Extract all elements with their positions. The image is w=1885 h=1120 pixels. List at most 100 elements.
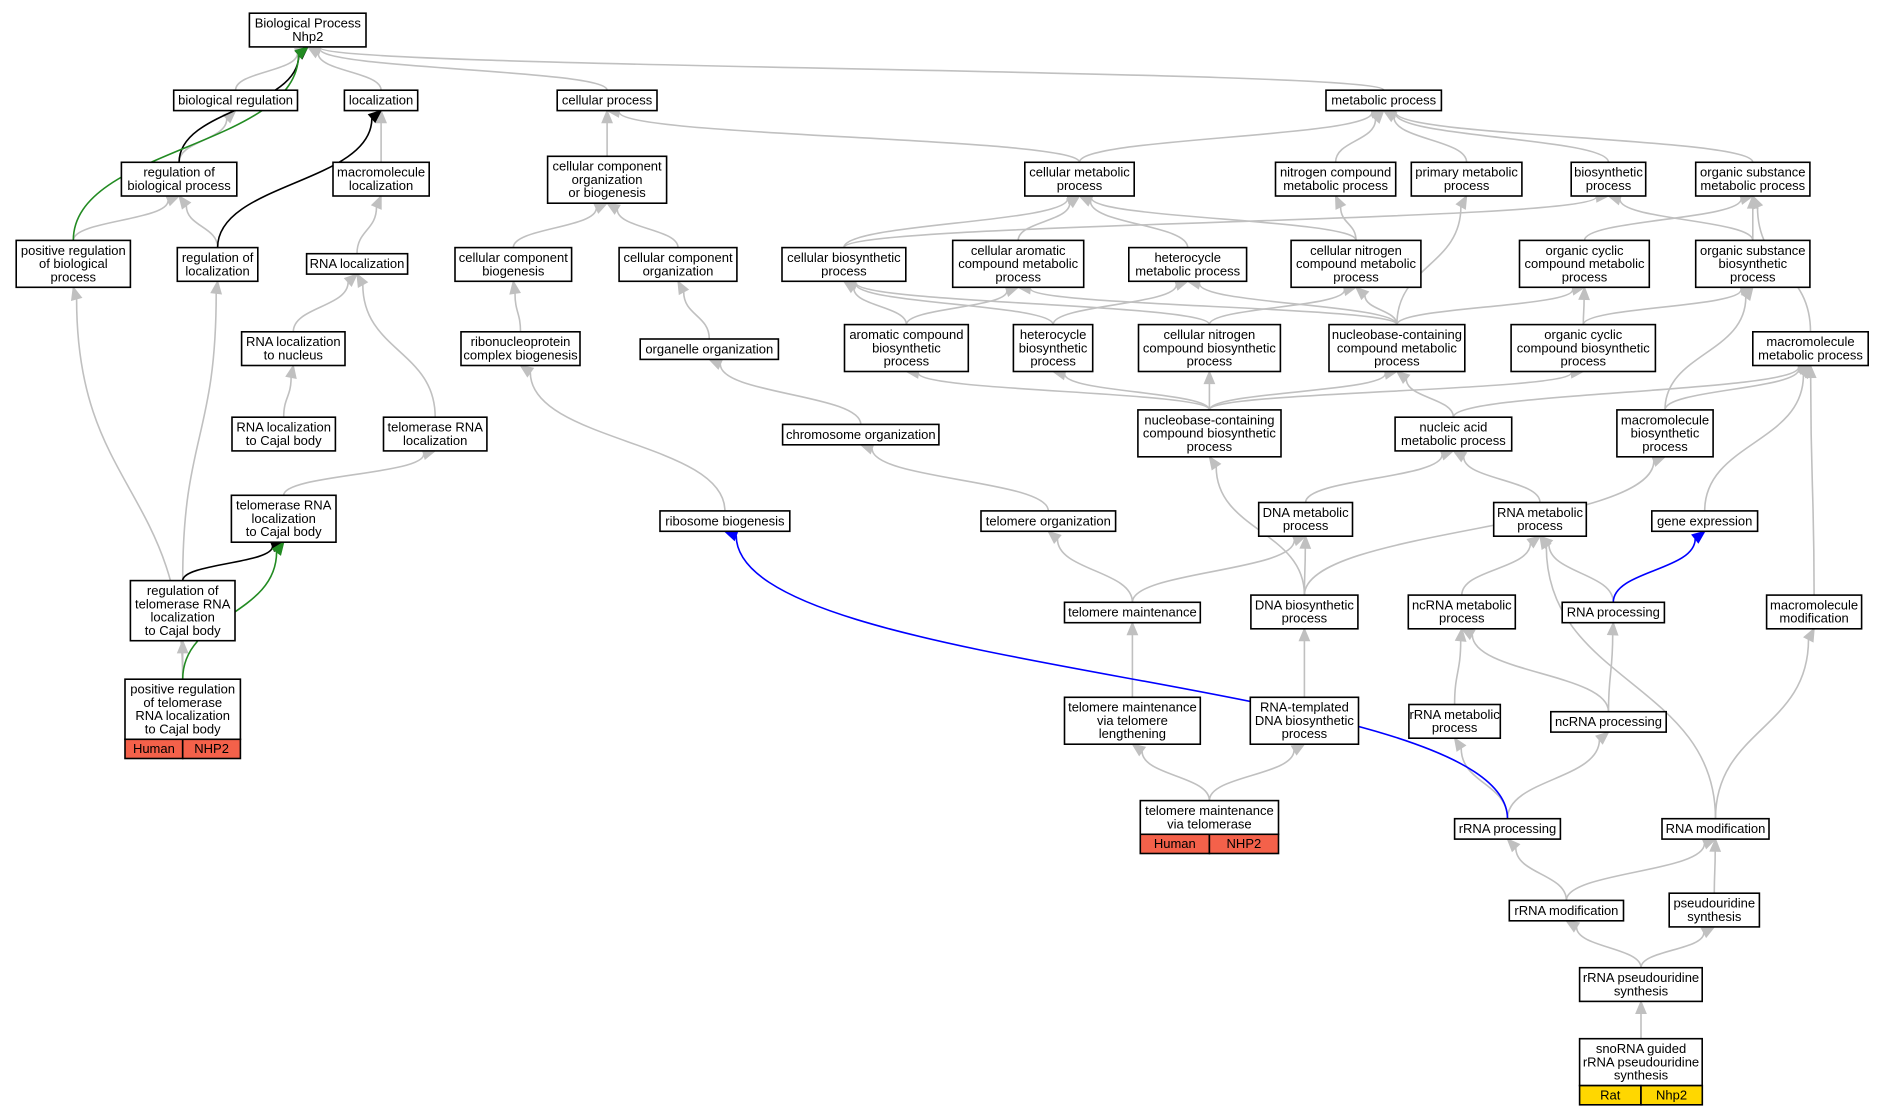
arrowhead — [1803, 627, 1815, 643]
edge-line — [1303, 461, 1655, 596]
term-box — [305, 252, 409, 275]
term-box — [618, 246, 738, 283]
term-label-line: positive regulation — [130, 682, 235, 697]
term-label-line: process — [1517, 518, 1563, 533]
go-term-gene-expression[interactable]: gene expression — [1651, 510, 1759, 533]
edge-cellproc-to-bp — [306, 42, 608, 91]
go-term-telomere-organization[interactable]: telomere organization — [980, 510, 1117, 533]
term-label-line: snoRNA guided — [1596, 1041, 1686, 1056]
arrowhead — [1452, 449, 1468, 463]
gene-tag: Nhp2 — [1656, 1087, 1687, 1102]
term-label-line: Nhp2 — [292, 29, 323, 44]
edge-line — [1393, 116, 1468, 163]
go-term-metabolic-process[interactable]: metabolic process — [1325, 89, 1443, 112]
go-term-cellular-process[interactable]: cellular process — [556, 89, 658, 112]
go-term-rna-modification[interactable]: RNA modification — [1661, 817, 1770, 840]
arrowhead — [1354, 286, 1370, 301]
arrowhead — [294, 45, 310, 60]
go-term-biological-regulation[interactable]: biological regulation — [172, 89, 299, 112]
term-label-line: metabolic process — [1331, 93, 1436, 108]
term-label-line: process — [1283, 518, 1329, 533]
go-term-localization[interactable]: localization — [343, 89, 419, 112]
edge-line — [1078, 112, 1373, 163]
term-label-line: telomerase RNA — [236, 498, 332, 513]
edge-line — [1052, 284, 1178, 325]
edge-line — [356, 206, 378, 254]
arrowhead — [1506, 837, 1521, 853]
term-box — [1063, 601, 1202, 624]
term-box — [120, 161, 238, 197]
term-label-line: process — [1282, 611, 1328, 626]
go-term-ncrna-processing[interactable]: ncRNA processing — [1550, 710, 1668, 733]
term-label-line: organelle organization — [645, 342, 773, 357]
go-term-rrna-modification[interactable]: rRNA modification — [1508, 899, 1625, 922]
term-box — [240, 330, 346, 367]
go-term-chromosome-organization[interactable]: chromosome organization — [781, 423, 940, 446]
edge-line — [317, 52, 382, 91]
arrowhead — [1595, 731, 1610, 745]
term-label-line: telomere organization — [986, 513, 1111, 528]
term-label-line: nucleobase-containing — [1332, 327, 1462, 342]
go-term-rna-processing[interactable]: RNA processing — [1561, 601, 1666, 624]
edge-metab-to-bp — [306, 41, 1385, 91]
edge-line — [1664, 297, 1747, 410]
go-term-rna-localization[interactable]: RNA localization — [305, 252, 409, 275]
term-label-line: RNA localization — [236, 420, 331, 435]
gene-tag: NHP2 — [194, 741, 229, 756]
go-term-telomere-maintenance[interactable]: telomere maintenance — [1063, 601, 1202, 624]
term-label-line: rRNA pseudouridine — [1583, 1054, 1699, 1069]
go-term-organelle-organization[interactable]: organelle organization — [639, 338, 780, 361]
edge-telmainttel-to-rnatempl — [1208, 743, 1306, 801]
go-term-rrna-processing[interactable]: rRNA processing — [1453, 817, 1562, 840]
term-box — [1550, 710, 1668, 733]
go-term-ribosome-biogenesis[interactable]: ribosome biogenesis — [659, 510, 791, 533]
